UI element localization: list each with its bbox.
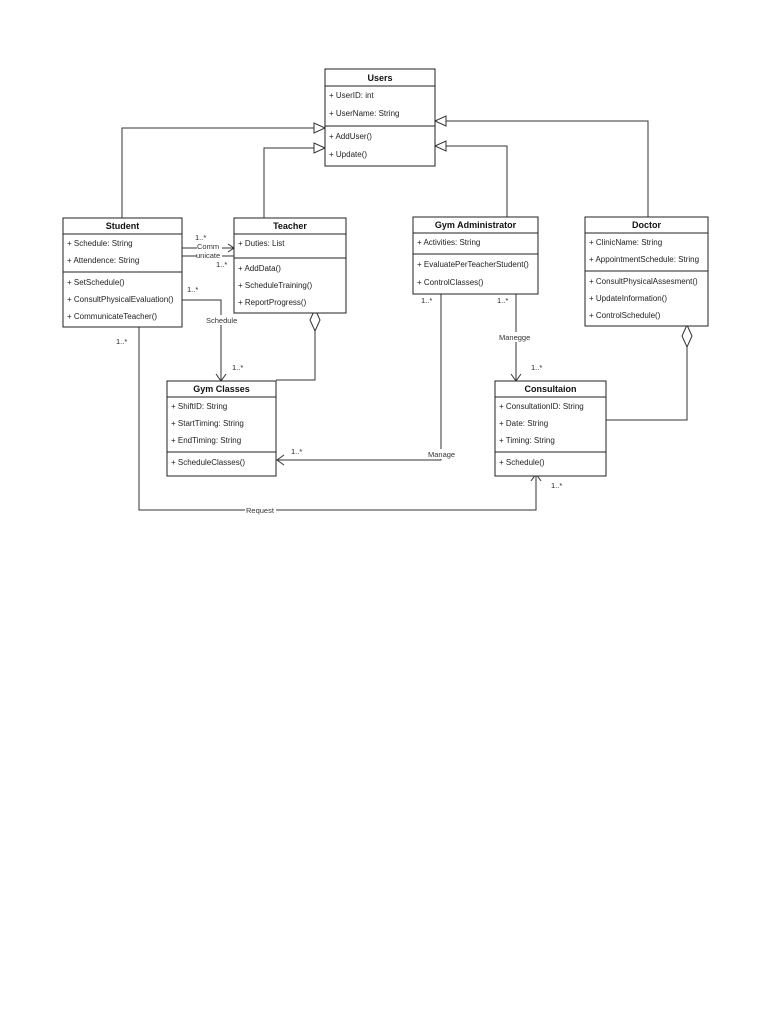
request-line: [138, 325, 537, 511]
manegge-label: Manegge: [499, 333, 530, 342]
class-method: + CommunicateTeacher(): [67, 312, 157, 321]
class-name: Users: [367, 73, 392, 83]
edge-labels: Comm unicate Schedule Manage Manegge Req…: [196, 241, 533, 515]
teacher-aggregation-diamond: [309, 307, 321, 333]
multiplicity-label: 1..*: [187, 285, 198, 294]
class-student: Student + Schedule: String + Attendence: S…: [62, 217, 183, 328]
manage-label-bg: [427, 449, 457, 459]
class-attribute: + Schedule: String: [67, 239, 133, 248]
class-method: + ReportProgress(): [238, 298, 307, 307]
admin-inherits-users-arrowhead: [433, 140, 447, 152]
communicate-label-bg: [197, 241, 222, 261]
class-consultation: Consultaion + ConsultationID: String + Dat…: [494, 380, 607, 477]
teacher-inherits-users-arrowhead: [313, 142, 327, 154]
class-attribute: + UserID: int: [329, 91, 374, 100]
multiplicity-label: 1..*: [216, 260, 227, 269]
class-method: + AddUser(): [329, 132, 372, 141]
class-name: Gym Classes: [193, 384, 250, 394]
multiplicity-label: 1..*: [551, 481, 562, 490]
class-method: + ControlSchedule(): [589, 311, 661, 320]
class-name: Teacher: [273, 221, 307, 231]
student-inherits-users-line: [121, 127, 314, 218]
teacher-aggregation-line: [276, 331, 316, 381]
student-inherits-users-arrowhead: [313, 122, 327, 134]
multiplicity-label: 1..*: [497, 296, 508, 305]
class-attribute: + UserName: String: [329, 109, 399, 118]
class-method: + UpdateInformation(): [589, 294, 667, 303]
class-attribute: + ShiftID: String: [171, 402, 227, 411]
request-label-bg: [245, 505, 276, 515]
manage-arrowhead: [276, 454, 285, 466]
class-method: + ScheduleClasses(): [171, 458, 245, 467]
manegge-label-bg: [498, 332, 533, 342]
class-name: Consultaion: [525, 384, 577, 394]
schedule-label: Schedule: [206, 316, 237, 325]
class-gymclasses: Gym Classes + ShiftID: String + StartTimin…: [166, 380, 277, 477]
class-method: + ScheduleTraining(): [238, 281, 313, 290]
class-attribute: + Date: String: [499, 419, 548, 428]
class-method: + ConsultPhysicalAssesment(): [589, 277, 698, 286]
manage-label: Manage: [428, 450, 455, 459]
teacher-inherits-users-line: [263, 147, 314, 218]
class-method: + ControlClasses(): [417, 278, 484, 287]
doctor-inherits-users-arrowhead: [433, 115, 447, 127]
admin-inherits-users-line: [446, 145, 508, 218]
multiplicity-label: 1..*: [531, 363, 542, 372]
communicate-label-line2: unicate: [196, 251, 220, 260]
class-name: Doctor: [632, 220, 661, 230]
class-attribute: + StartTiming: String: [171, 419, 244, 428]
multiplicity-label: 1..*: [421, 296, 432, 305]
class-attribute: + Activities: String: [417, 238, 480, 247]
class-name: Gym Administrator: [435, 220, 517, 230]
class-method: + Update(): [329, 150, 367, 159]
multiplicity-label: 1..*: [195, 233, 206, 242]
class-method: + ConsultPhysicalEvaluation(): [67, 295, 174, 304]
class-admin: Gym Administrator + Activities: String + E…: [412, 216, 539, 295]
class-attribute: + EndTiming: String: [171, 436, 241, 445]
request-label: Request: [246, 506, 275, 515]
class-attribute: + Timing: String: [499, 436, 555, 445]
class-attribute: + AppointmentSchedule: String: [589, 255, 699, 264]
class-boxes: Users + UserID: int + UserName: String + Ad…: [62, 68, 709, 477]
multiplicity-label: 1..*: [291, 447, 302, 456]
class-method: + SetSchedule(): [67, 278, 125, 287]
class-method: + Schedule(): [499, 458, 545, 467]
schedule-label-bg: [205, 315, 238, 325]
class-attribute: + ConsultationID: String: [499, 402, 584, 411]
class-attribute: + Attendence: String: [67, 256, 139, 265]
class-doctor: Doctor + ClinicName: String + AppointmentS…: [584, 216, 709, 327]
class-attribute: + Duties: List: [238, 239, 285, 248]
class-box: [412, 216, 539, 295]
doctor-inherits-users-line: [446, 120, 649, 218]
communicate-label-line1: Comm: [197, 242, 219, 251]
class-teacher: Teacher + Duties: List + AddData() + Schedu…: [233, 217, 347, 314]
class-name: Student: [106, 221, 140, 231]
class-method: + EvaluatePerTeacherStudent(): [417, 260, 529, 269]
class-attribute: + ClinicName: String: [589, 238, 662, 247]
multiplicity-label: 1..*: [116, 337, 127, 346]
class-method: + AddData(): [238, 264, 281, 273]
doctor-aggregation-diamond: [681, 323, 693, 349]
class-box: [324, 68, 436, 167]
manage-line: [277, 291, 442, 461]
multiplicity-label: 1..*: [232, 363, 243, 372]
class-users: Users + UserID: int + UserName: String + Ad…: [324, 68, 436, 167]
schedule-line: [182, 299, 222, 381]
doctor-aggregation-line: [606, 347, 688, 421]
multiplicity-labels: 1..* 1..* 1..* 1..* 1..* 1..* 1..* 1..* …: [116, 233, 562, 490]
